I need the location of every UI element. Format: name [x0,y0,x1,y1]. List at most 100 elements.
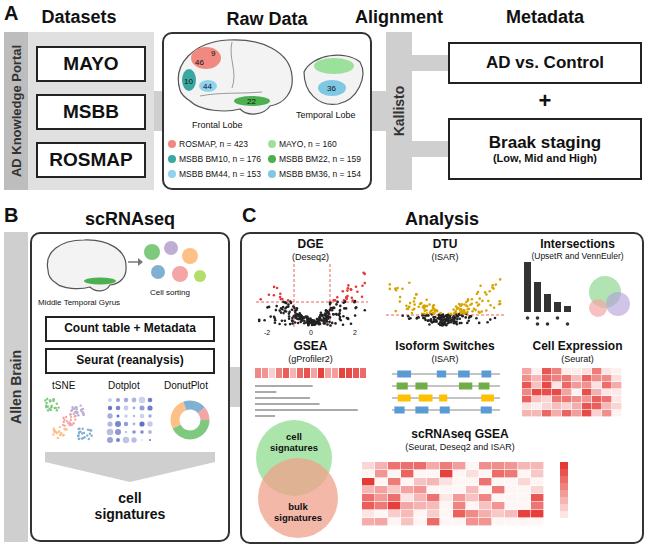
dtu-dot [396,287,399,290]
dtu-dot [434,316,437,319]
gsea-cell [332,368,338,378]
heatmap-cell [479,494,491,501]
heatmap-cell [375,518,387,525]
heatmap-cell [582,396,591,402]
heatmap-cell [562,410,571,416]
heatmap-cell [582,403,591,409]
dtu-dot [499,303,502,306]
heatmap-cell [562,389,571,395]
upset-bars [546,322,550,326]
analysis-title: Cell Expression [515,340,640,354]
dtu-dot [445,324,448,327]
dtu-dot [443,316,446,319]
tsne-dot [57,437,59,439]
tsne-dot [59,434,61,436]
dtu-dot [424,317,427,320]
heatmap-cell [602,403,611,409]
dotplot-dot [140,414,145,419]
heatmap-cell [427,462,439,469]
brain-lateral [199,80,217,92]
dotplot-dot [116,406,121,411]
gsea-term-line [255,409,358,411]
heatmap-cell [479,470,491,477]
heatmap-cell [612,396,621,402]
dtu-dot [436,310,439,313]
heatmap-cell [388,494,400,501]
dtu-dot [478,303,481,306]
exon-block [459,383,472,390]
heatmap-cell [362,494,374,501]
volcano-dot [299,321,302,324]
panel-heading: Analysis [405,209,479,230]
heatmap-cell [552,389,561,395]
heatmap-cell [602,389,611,395]
colorbar-step [560,483,568,490]
dtu-dot [399,296,402,299]
heatmap-cell [401,486,413,493]
heatmap-cell [466,478,478,485]
upset-bars [524,262,571,326]
legend-item: ROSMAP, n = 423 [168,140,248,150]
panel-letter: B [4,204,18,227]
dotplot-dot [133,407,136,410]
legend-item: MSBB BM44, n = 153 [168,170,261,180]
heatmap-cell [562,368,571,374]
volcano-dot [334,322,337,325]
volcano-dot [332,307,335,310]
dtu-dot [401,287,404,290]
legend-item: MSBB BM36, n = 154 [268,170,361,180]
volcano-dot [335,313,338,316]
heatmap-cell [375,510,387,517]
volcano-dot [307,324,310,327]
heatmap-cell [602,396,611,402]
dtu-dot [430,310,433,313]
tsne-dot [49,399,51,401]
process-box: MAYO [36,46,146,82]
source-band: Allen Brain [4,232,28,542]
legend-swatch [268,170,276,178]
plot-label: tSNE [52,380,75,392]
heatmap-cell [401,478,413,485]
heatmap-cell [612,368,621,374]
volcano-dot [332,313,335,316]
upset-bars [544,294,551,312]
dtu-dot [416,317,419,320]
dtu-dot [463,309,466,312]
heatmap-cell [505,462,517,469]
area-number: 46 [195,58,204,67]
heatmap-cell [592,389,601,395]
volcano-dot [343,307,346,310]
heatmap-cell [532,389,541,395]
upset-bars [554,302,561,312]
volcano-dot [284,319,287,322]
volcano-dot [347,318,350,321]
gsea-cell [325,368,331,378]
volcano-dot [274,317,277,320]
legend-swatch [168,140,176,148]
dtu-dot [405,304,408,307]
heatmap-cell [388,478,400,485]
heatmap-cell [542,375,551,381]
heatmap-cell [572,396,581,402]
volcano-dot [326,320,329,323]
volcano-dot [288,318,291,321]
volcano-dot [281,319,284,322]
legend-swatch [168,155,176,163]
tsne-dot [63,428,65,430]
analysis-tool: (ISAR) [380,354,510,364]
dtu-dot [421,314,424,317]
gsea-cell [304,368,310,378]
volcano-dot [311,320,314,323]
dtu-dot [394,310,397,313]
dotplot-dot [124,406,129,411]
volcano-dot [301,315,304,318]
tsne-dot [70,419,72,421]
heatmap-cell [592,375,601,381]
heatmap-cell [518,518,530,525]
tsne-dot [46,398,48,400]
dotplot-dot [139,421,144,426]
source-band: DatasetsAD Knowledge PortalMAYOMSBBROSMA… [4,32,154,190]
heatmap-cell [602,410,611,416]
volcano-dot [320,314,323,317]
